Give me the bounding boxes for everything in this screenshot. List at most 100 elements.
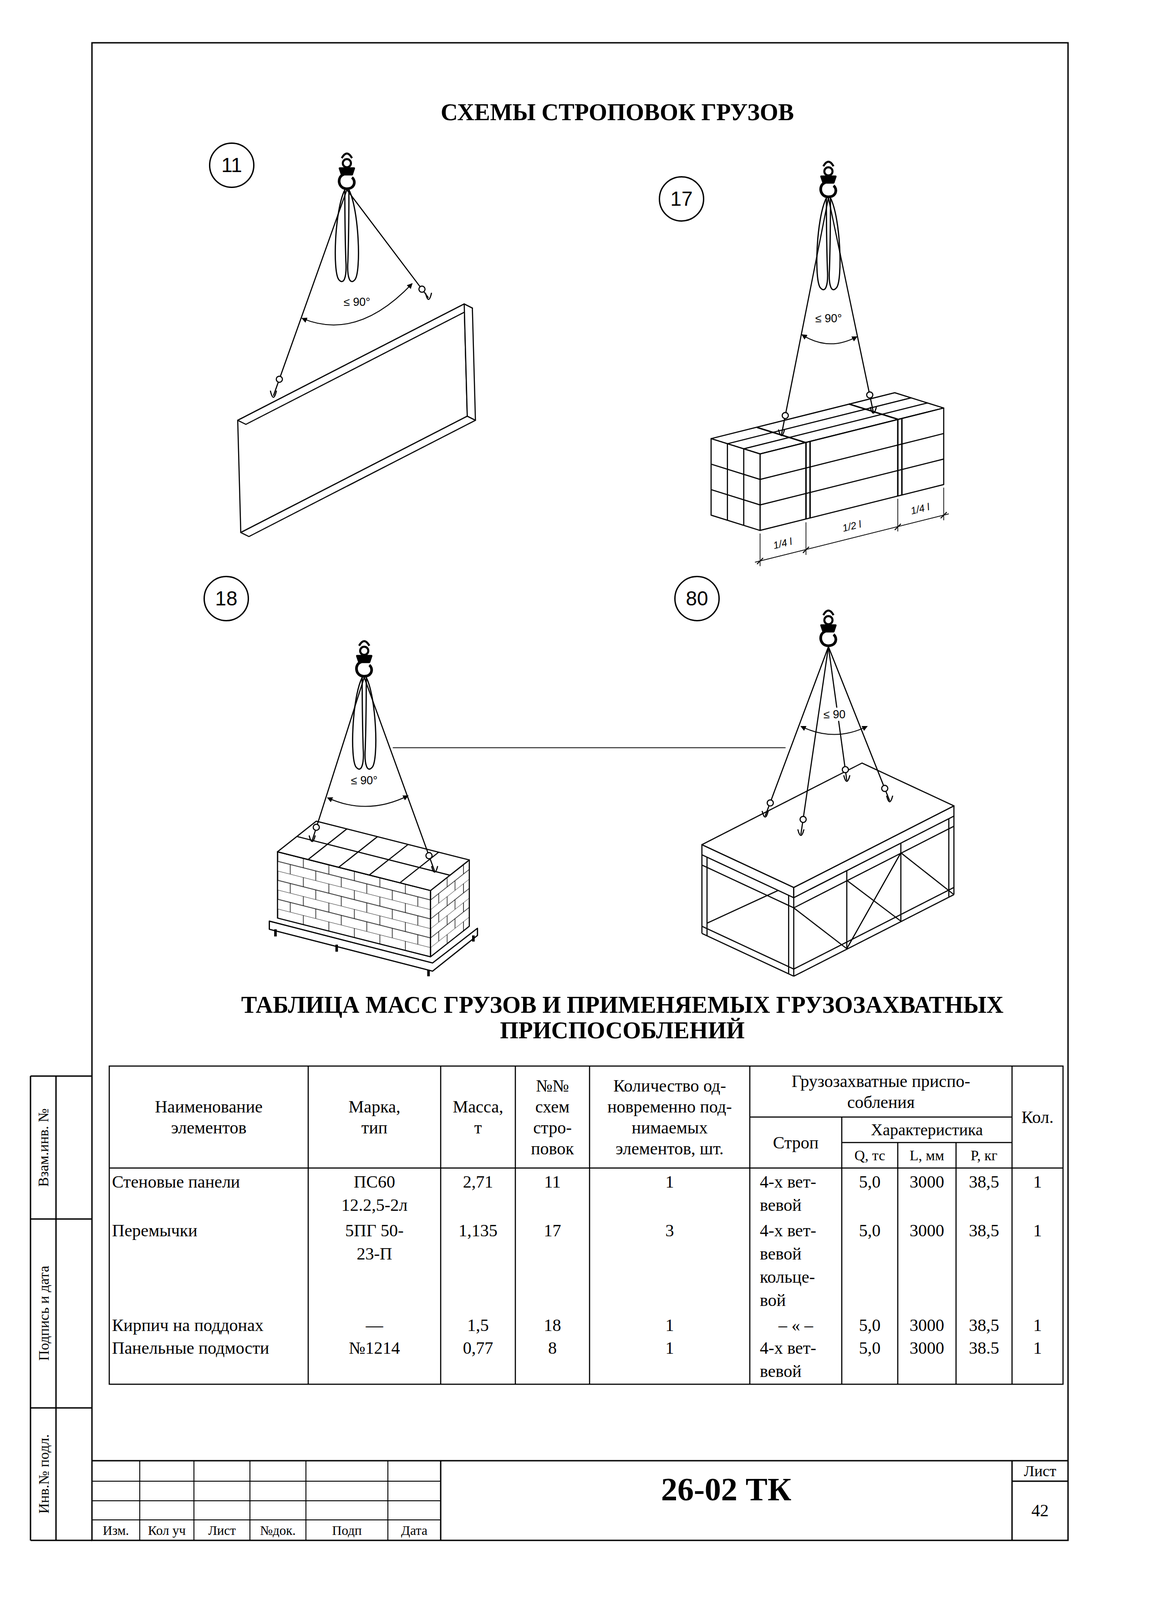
table-grid	[1011, 1066, 1013, 1385]
wall-panel-figure	[240, 416, 476, 537]
scaffold-figure	[886, 795, 893, 802]
binding-field: Подпись и дата	[30, 1219, 57, 1409]
sheet-frame	[30, 1076, 32, 1541]
scaffold-figure	[820, 610, 836, 646]
title-block	[91, 1480, 441, 1482]
table-cell: Стеновые панели	[111, 1170, 306, 1194]
table-grid	[109, 1066, 1064, 1385]
table-header: Масса, т	[448, 1067, 508, 1168]
table-cell: 3000	[899, 1219, 955, 1243]
wall-panel-figure	[270, 390, 277, 398]
table-grid	[749, 1066, 751, 1385]
rigging-illustrations	[237, 153, 954, 977]
stamp-field: Кол уч	[140, 1521, 194, 1541]
table-cell: 5ПГ 50-23-П	[335, 1219, 414, 1266]
scaffold-figure	[800, 646, 829, 835]
brick-pallet-figure	[296, 836, 450, 876]
lintel-bundle-figure	[900, 418, 903, 495]
table-cell: ПС60 12.2,5-2л	[335, 1170, 414, 1217]
wall-panel-figure	[237, 304, 468, 533]
sheet-frame	[30, 42, 1069, 1541]
table-cell: – « –	[751, 1313, 840, 1338]
wall-panel-figure	[346, 189, 429, 299]
document-code: 26-02 ТК	[446, 1462, 1007, 1517]
table-grid	[109, 1167, 1064, 1170]
table-grid	[897, 1142, 899, 1385]
table-cell: 38,5	[957, 1313, 1011, 1338]
sheet-frame	[91, 42, 1069, 1541]
table-cell: —	[335, 1313, 414, 1338]
table-cell: Панельные подмости	[111, 1336, 306, 1360]
lintel-bundle-figure	[743, 402, 928, 449]
sheet-frame	[30, 1407, 92, 1410]
table-grid	[589, 1066, 591, 1385]
dimension-label: 1/2 l	[839, 518, 865, 535]
callout-circle: 17	[658, 176, 705, 222]
lintel-bundle-figure	[727, 443, 728, 521]
dimension-label: 1/4 l	[770, 535, 795, 553]
table-header: Наименование элементов	[140, 1067, 278, 1168]
table-cell: 1	[1013, 1170, 1062, 1194]
binding-field: Инв.№ подл.	[30, 1408, 57, 1541]
stray-line	[392, 747, 786, 749]
table-header: L, мм	[899, 1143, 955, 1168]
lintel-bundle-figure	[897, 419, 899, 496]
scaffold-figure	[767, 799, 774, 806]
table-cell: 1	[1013, 1219, 1062, 1243]
table-cell: 38,5	[957, 1219, 1011, 1243]
brick-pallet-figure	[352, 677, 377, 770]
table-grid	[955, 1142, 957, 1385]
table-cell: Перемычки	[111, 1219, 306, 1243]
brick-pallet-figure	[312, 677, 365, 841]
table-grid	[749, 1116, 1013, 1119]
lintel-bundle-figure	[711, 161, 949, 567]
scaffold-figure	[842, 766, 849, 773]
lintel-bundle-figure	[760, 407, 944, 531]
table-header: Характеристика	[844, 1118, 1009, 1142]
scaffold-figure	[900, 843, 902, 922]
title-block	[91, 1519, 441, 1521]
callout-circle: 11	[208, 142, 255, 189]
binding-field: Взам.инв. №	[30, 1076, 56, 1220]
table-cell: 3	[591, 1219, 748, 1243]
scaffold-figure	[900, 852, 955, 895]
table-grid	[841, 1142, 1013, 1144]
lintel-bundle-figure	[828, 198, 874, 413]
wall-panel-figure	[237, 153, 476, 537]
lintel-bundle-figure	[782, 412, 789, 419]
sheet-frame	[30, 1218, 92, 1221]
table-header: P, кг	[957, 1143, 1011, 1168]
scaffold-figure	[797, 829, 804, 836]
lintel-bundle-figure	[801, 334, 857, 344]
lintel-bundle-figure	[711, 489, 761, 506]
stamp-field: Лист	[194, 1521, 250, 1541]
stamp-field: 42	[1013, 1483, 1067, 1538]
title-block	[91, 1500, 441, 1502]
table-grid	[440, 1066, 442, 1385]
angle-label: ≤ 90°	[341, 295, 372, 309]
lintel-bundle-figure	[809, 441, 811, 519]
brick-pallet-figure	[426, 852, 433, 859]
table-cell: 5,0	[843, 1170, 896, 1194]
table-cell: 38.5	[957, 1336, 1011, 1360]
title-block	[305, 1460, 307, 1541]
table-cell: 5,0	[843, 1336, 896, 1360]
scaffold-figure	[793, 907, 847, 949]
wall-panel-figure	[276, 376, 283, 382]
scaffold-figure	[762, 811, 769, 818]
brick-pallet-figure	[309, 835, 316, 842]
lintel-bundle-figure	[816, 198, 840, 290]
title-block	[193, 1460, 195, 1541]
scaffold-figure	[702, 763, 955, 888]
scaffold-figure	[706, 856, 708, 936]
stamp-field: Изм.	[92, 1521, 139, 1541]
table-cell: 3000	[899, 1336, 955, 1360]
brick-pallet-figure	[327, 795, 408, 807]
table-header: Марка, тип	[340, 1067, 409, 1168]
wall-panel-figure	[418, 286, 425, 293]
table-cell: 0,77	[442, 1336, 514, 1360]
wall-panel-figure	[301, 283, 413, 326]
table-header: Грузозахватные приспо- собления	[773, 1067, 988, 1117]
lintel-bundle-figure	[727, 397, 911, 444]
